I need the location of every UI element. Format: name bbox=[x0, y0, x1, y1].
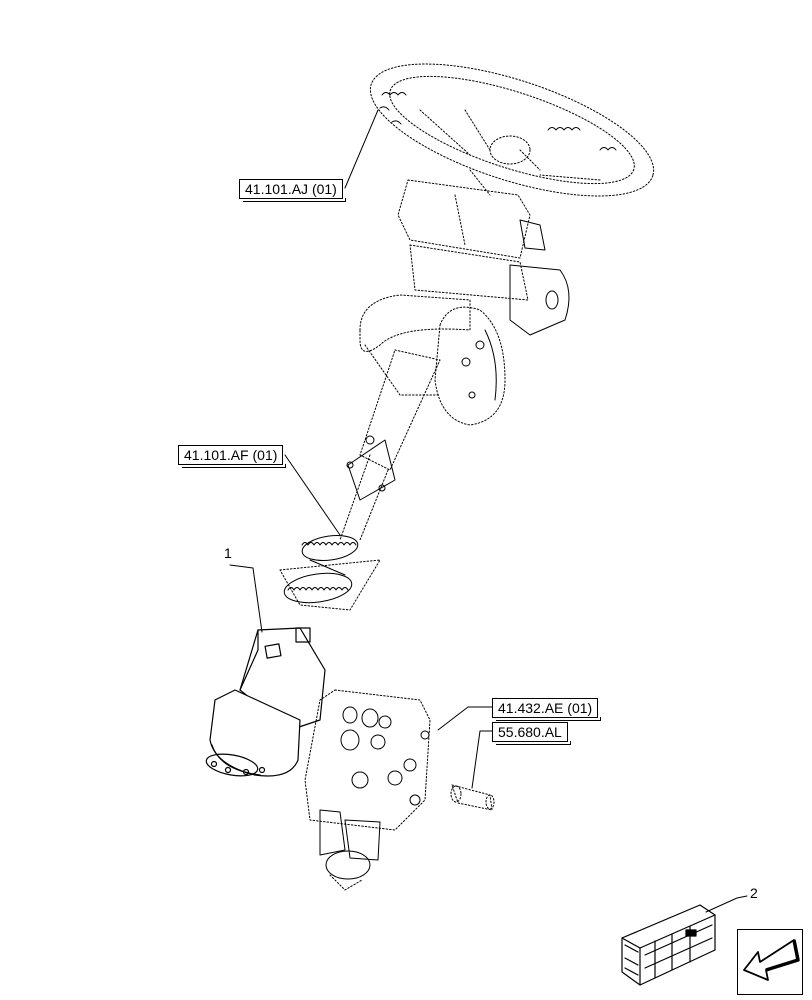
shipping-crate bbox=[621, 904, 716, 986]
item-number-crate: 2 bbox=[750, 885, 758, 901]
steering-wheel bbox=[369, 63, 655, 197]
arrow-down-left-icon bbox=[743, 939, 800, 981]
callout-steering-wheel[interactable]: 41.101.AJ (01) bbox=[239, 179, 346, 202]
callout-steering-column-joint[interactable]: 41.101.AF (01) bbox=[178, 445, 287, 468]
steering-unit-orbitrol bbox=[205, 627, 326, 777]
tilt-housing bbox=[359, 294, 506, 426]
steering-console-upper bbox=[397, 169, 531, 301]
item-number-steering-unit: 1 bbox=[224, 545, 232, 561]
leader-lines bbox=[229, 109, 748, 913]
priority-valve-block bbox=[304, 689, 431, 891]
hydraulic-fitting bbox=[450, 784, 495, 811]
callout-fitting[interactable]: 55.680.AL bbox=[492, 722, 571, 745]
wheel-grip-scallops bbox=[379, 92, 617, 151]
navigation-button[interactable] bbox=[737, 929, 803, 995]
splined-coupling bbox=[279, 534, 381, 611]
console-side-knob bbox=[509, 219, 570, 336]
lower-column-shaft bbox=[339, 349, 441, 541]
universal-joint-upper bbox=[346, 435, 396, 501]
tilt-housing-detail bbox=[461, 329, 497, 401]
callout-valve-block[interactable]: 41.432.AE (01) bbox=[492, 698, 602, 721]
